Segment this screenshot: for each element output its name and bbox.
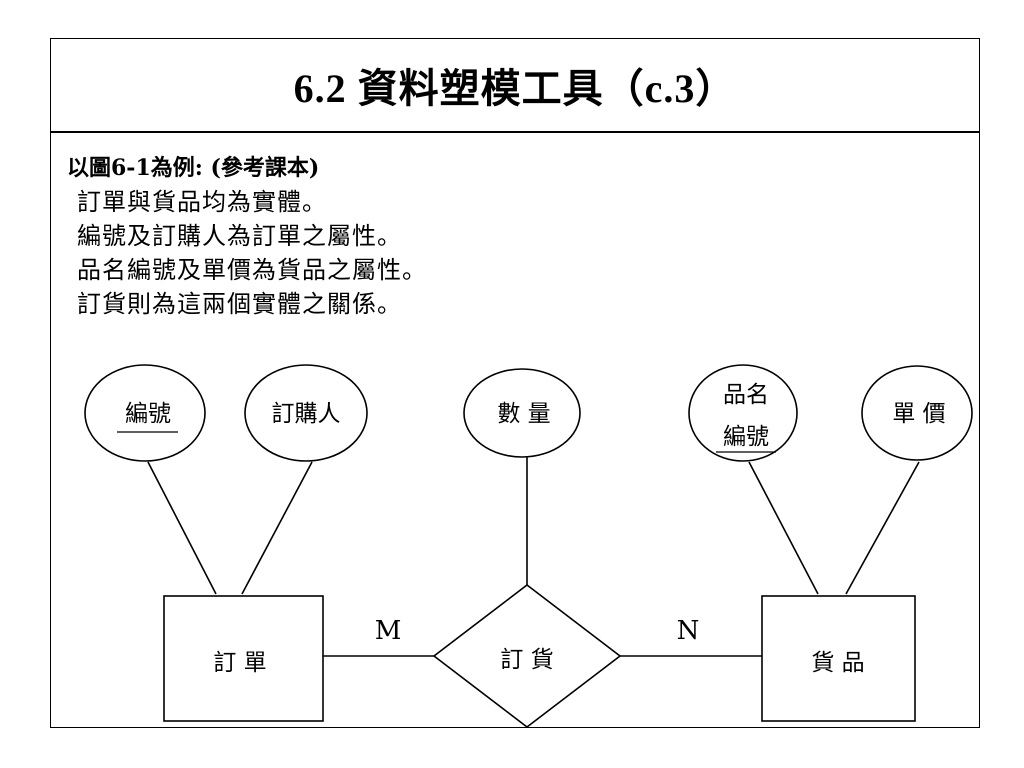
entity-product bbox=[761, 595, 916, 722]
attribute-quantity-label: 數 量 bbox=[497, 401, 550, 427]
title-bar: 6.2 資料塑模工具（c.3） bbox=[51, 39, 979, 133]
cardinality-right: N bbox=[677, 616, 700, 646]
attribute-product-name-label-line1: 品名 bbox=[723, 382, 769, 408]
relationship-order-goods-label: 訂 貨 bbox=[500, 647, 553, 673]
slide-frame: 6.2 資料塑模工具（c.3） 以圖6-1為例: (參考課本) 訂單與貨品均為實… bbox=[50, 38, 980, 728]
intro-line-relationship: 訂貨則為這兩個實體之關係。 bbox=[77, 290, 402, 318]
attribute-orderer-label: 訂購人 bbox=[272, 401, 341, 427]
entity-product-label: 貨 品 bbox=[811, 650, 864, 676]
attribute-product-name bbox=[688, 364, 798, 462]
intro-text: 以圖6-1為例: (參考課本) 訂單與貨品均為實體。 編號及訂購人為訂單之屬性。… bbox=[67, 151, 947, 321]
attribute-product-name-label-line2: 編號 bbox=[723, 424, 769, 450]
intro-line-entities: 訂單與貨品均為實體。 bbox=[77, 188, 327, 216]
connector-orderer bbox=[241, 461, 313, 595]
cardinality-left: M bbox=[375, 616, 402, 646]
connector-product-name bbox=[748, 461, 819, 595]
attribute-quantity bbox=[463, 368, 581, 458]
intro-line-product-attributes: 品名編號及單價為貨品之屬性。 bbox=[77, 256, 427, 284]
attribute-unit-price-label: 單 價 bbox=[892, 401, 945, 427]
intro-heading: 以圖6-1為例: (參考課本) bbox=[67, 155, 320, 181]
attribute-unit-price bbox=[861, 365, 973, 461]
entity-order-label: 訂 單 bbox=[213, 650, 266, 676]
attribute-orderer bbox=[244, 364, 368, 462]
entity-order bbox=[163, 595, 324, 722]
connector-order-id bbox=[147, 461, 217, 595]
attribute-order-id bbox=[84, 364, 206, 462]
intro-line-order-attributes: 編號及訂購人為訂單之屬性。 bbox=[77, 222, 402, 250]
relationship-order-goods bbox=[432, 583, 622, 727]
connector-unit-price bbox=[845, 461, 920, 595]
attribute-order-id-label: 編號 bbox=[125, 401, 171, 427]
slide-title: 6.2 資料塑模工具（c.3） bbox=[293, 66, 737, 111]
